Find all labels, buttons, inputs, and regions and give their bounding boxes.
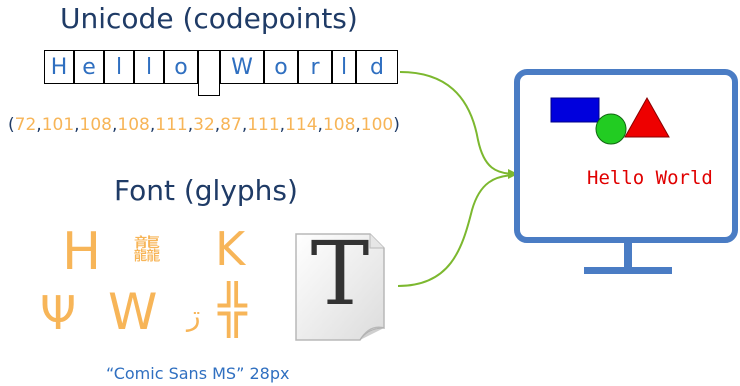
char-box: W [220, 50, 264, 84]
char-box: l [332, 50, 356, 84]
char-box: o [164, 50, 198, 84]
codepoint-value: 108 [79, 115, 112, 135]
char-box: o [264, 50, 298, 84]
unicode-heading: Unicode (codepoints) [60, 2, 358, 35]
codepoint-open-paren: ( [8, 115, 15, 135]
codepoint-value: 111 [155, 115, 188, 135]
codepoint-value: 108 [117, 115, 150, 135]
blue-rectangle-shape [550, 97, 600, 123]
char-box: r [298, 50, 332, 84]
arrow-from-codepoints [399, 71, 518, 179]
glyph: K [215, 222, 246, 276]
codepoint-value: 32 [193, 115, 215, 135]
codepoint-value: 100 [360, 115, 394, 135]
green-circle-shape [595, 113, 627, 145]
space-char-box [198, 50, 220, 96]
codepoint-value: 111 [247, 115, 280, 135]
glyph: W [108, 283, 158, 341]
codepoint-close-paren: ) [393, 115, 400, 135]
codepoint-value: 87 [220, 115, 242, 135]
char-box: l [134, 50, 164, 84]
char-box: H [44, 50, 74, 84]
char-box: d [356, 50, 398, 84]
char-box: e [74, 50, 104, 84]
char-box: l [104, 50, 134, 84]
glyph: ╬ [218, 282, 247, 338]
codepoint-list: (72,101,108,108,111,32,87,111,114,108,10… [8, 115, 400, 135]
character-boxes: H e l l o W o r l d [44, 50, 400, 96]
codepoint-value: 108 [322, 115, 356, 135]
font-file-icon: T [290, 228, 390, 346]
glyph: 龘 [133, 233, 162, 266]
codepoint-value: 101 [41, 115, 75, 135]
monitor-hello-text: Hello World [587, 167, 713, 189]
glyph: ڗ [187, 299, 201, 332]
font-caption: “Comic Sans MS” 28px [106, 364, 290, 383]
glyph: Ψ [40, 286, 77, 340]
font-icon-letter: T [310, 222, 370, 325]
codepoint-value: 72 [14, 115, 37, 135]
codepoint-value: 114 [285, 115, 318, 135]
glyph: H [62, 222, 102, 282]
red-triangle-shape [624, 96, 670, 138]
arrow-from-font [397, 174, 515, 287]
font-heading: Font (glyphs) [114, 174, 298, 207]
